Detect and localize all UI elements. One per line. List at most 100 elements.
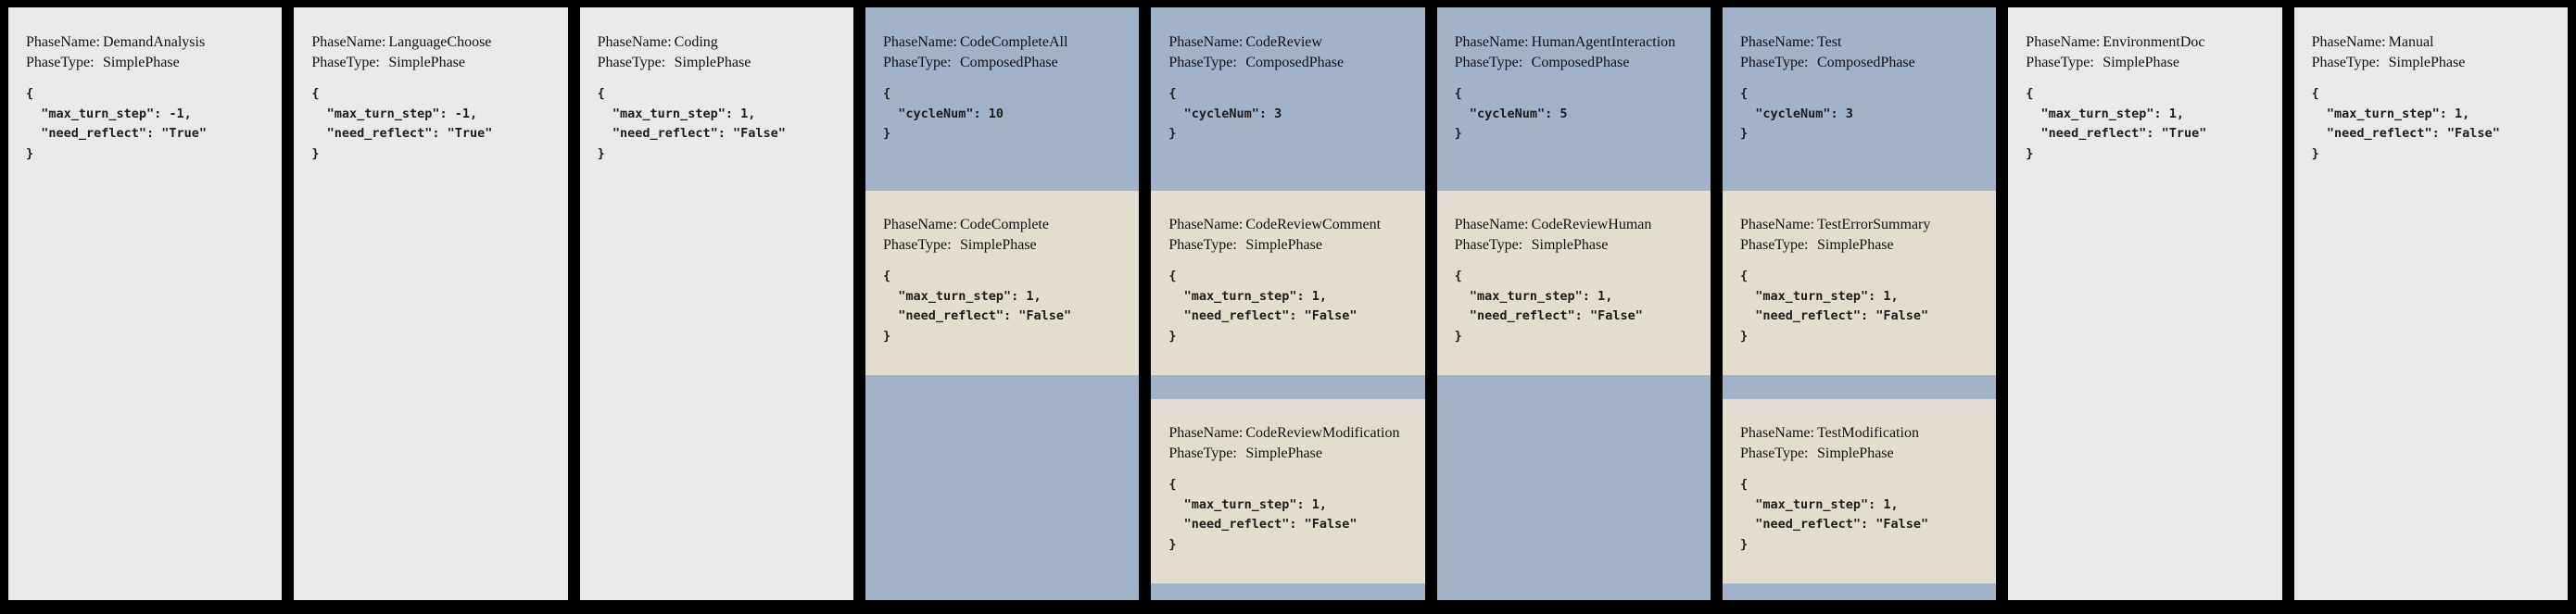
phase-name-value: DemandAnalysis: [103, 34, 206, 50]
phase-card-HumanAgentInteraction: PhaseName:HumanAgentInteraction PhaseTyp…: [1436, 7, 1711, 600]
phase-type-value: SimplePhase: [1245, 237, 1322, 253]
phase-type-label: PhaseType:: [2026, 55, 2094, 70]
phase-name-value: HumanAgentInteraction: [1531, 34, 1676, 50]
config-code-line: }: [882, 328, 891, 344]
phase-type-value: ComposedPhase: [1816, 55, 1915, 70]
phase-name-value: EnvironmentDoc: [2102, 34, 2205, 50]
phase-type-value: SimplePhase: [103, 55, 180, 70]
phase-type-line: PhaseType:SimplePhase: [26, 53, 272, 73]
phase-config-json: { "cycleNum": 5}: [1455, 84, 1701, 144]
config-code-line: "max_turn_step": 1,: [1168, 288, 1327, 304]
config-code-line: }: [1739, 328, 1749, 344]
phase-type-line: PhaseType: SimplePhase: [1168, 235, 1415, 256]
phase-type-line: PhaseType:SimplePhase: [2312, 53, 2558, 73]
phase-name-line: PhaseName:EnvironmentDoc: [2026, 32, 2272, 53]
config-code-line: }: [1739, 126, 1749, 141]
phase-card-Test: PhaseName: Test PhaseType: ComposedPhase {…: [1722, 7, 1997, 600]
config-code-line: "need_reflect": "True": [2026, 126, 2207, 141]
config-code-line: }: [26, 145, 34, 161]
config-code-line: }: [882, 126, 891, 141]
phase-name-label: PhaseName:: [2311, 34, 2386, 50]
config-code-line: "max_turn_step": -1,: [311, 106, 478, 121]
config-code-line: {: [1168, 477, 1177, 492]
phase-config-json: { "cycleNum": 3}: [1168, 84, 1415, 144]
config-code-line: {: [1739, 477, 1749, 492]
sub-phase-card-CodeReviewComment: PhaseName:CodeReviewComment PhaseType: Si…: [1151, 191, 1425, 375]
phase-type-label: PhaseType:: [597, 55, 666, 70]
config-code-line: "max_turn_step": 1,: [2026, 106, 2184, 121]
config-code-line: {: [2026, 86, 2034, 101]
phase-card-DemandAnalysis: PhaseName:DemandAnalysis PhaseType:Simpl…: [8, 7, 283, 600]
phase-type-label: PhaseType:: [1454, 55, 1523, 70]
phase-name-label: PhaseName:: [2026, 34, 2101, 50]
phase-card-LanguageChoose: PhaseName:LanguageChoose PhaseType:Simpl…: [294, 7, 568, 600]
phase-name-value: CodeReviewModification: [1245, 425, 1400, 441]
config-code-line: "need_reflect": "False": [1454, 308, 1643, 323]
config-code-line: }: [2026, 145, 2034, 161]
phase-type-value: SimplePhase: [1531, 237, 1609, 253]
config-code-line: "cycleNum": 10: [882, 106, 1004, 121]
phase-name-label: PhaseName:: [1168, 217, 1244, 232]
phase-config-json: { "max_turn_step": 1, "need_reflect": "F…: [1740, 267, 1987, 346]
config-code-line: }: [1454, 328, 1462, 344]
phase-name-line: PhaseName:TestModification: [1740, 423, 1987, 444]
phase-config-board: PhaseName:DemandAnalysis PhaseType:Simpl…: [8, 7, 2568, 600]
phase-type-label: PhaseType:: [882, 237, 952, 253]
phase-config-json: { "max_turn_step": 1, "need_reflect": "T…: [2026, 84, 2272, 164]
config-code-line: {: [1168, 86, 1177, 101]
phase-config-json: { "max_turn_step": 1, "need_reflect": "F…: [883, 267, 1130, 346]
sub-phase-card-CodeComplete: PhaseName:CodeComplete PhaseType: SimpleP…: [865, 191, 1140, 375]
phase-config-json: { "max_turn_step": -1, "need_reflect": "…: [311, 84, 558, 164]
phase-name-value: Test: [1816, 34, 1842, 50]
config-code-line: {: [1454, 269, 1462, 283]
phase-header-block: PhaseName:LanguageChoose PhaseType:Simpl…: [294, 7, 567, 191]
phase-name-label: PhaseName:: [882, 217, 957, 232]
phase-type-value: ComposedPhase: [1245, 55, 1345, 70]
config-code-line: "need_reflect": "True": [26, 126, 208, 141]
phase-type-line: PhaseType: SimplePhase: [1740, 444, 1987, 464]
phase-name-value: CodeReviewComment: [1245, 217, 1382, 232]
config-code-line: {: [311, 86, 320, 101]
phase-type-line: PhaseType:SimplePhase: [1455, 235, 1701, 256]
phase-config-json: { "max_turn_step": 1, "need_reflect": "F…: [598, 84, 844, 164]
config-code-line: }: [311, 145, 320, 161]
sub-phase-card-CodeReviewModification: PhaseName:CodeReviewModification PhaseTy…: [1151, 399, 1425, 583]
phase-name-line: PhaseName:CodeComplete: [883, 215, 1130, 235]
phase-type-line: PhaseType:ComposedPhase: [883, 53, 1130, 73]
phase-type-value: SimplePhase: [674, 55, 751, 70]
phase-config-json: { "max_turn_step": -1, "need_reflect": "…: [26, 84, 272, 164]
config-code-line: "cycleNum": 5: [1454, 106, 1568, 121]
config-code-line: }: [1168, 328, 1177, 344]
config-code-line: "need_reflect": "False": [882, 308, 1072, 323]
phase-type-label: PhaseType:: [1739, 445, 1809, 461]
config-code-line: "max_turn_step": 1,: [1454, 288, 1613, 304]
config-code-line: {: [1739, 86, 1749, 101]
phase-name-label: PhaseName:: [26, 34, 100, 50]
config-code-line: "need_reflect": "False": [2311, 126, 2500, 141]
phase-type-label: PhaseType:: [1168, 237, 1237, 253]
phase-type-value: ComposedPhase: [959, 55, 1058, 70]
phase-name-label: PhaseName:: [597, 34, 672, 50]
phase-type-line: PhaseType: ComposedPhase: [1455, 53, 1701, 73]
phase-type-value: SimplePhase: [1816, 445, 1894, 461]
config-code-line: "need_reflect": "False": [1168, 517, 1357, 532]
phase-type-line: PhaseType:SimplePhase: [1168, 444, 1415, 464]
phase-name-label: PhaseName:: [1739, 425, 1814, 441]
phase-type-value: ComposedPhase: [1531, 55, 1630, 70]
phase-card-CodeCompleteAll: PhaseName:CodeCompleteAll PhaseType:Comp…: [865, 7, 1140, 600]
phase-header-block: PhaseName:CodeCompleteAll PhaseType:Comp…: [865, 7, 1139, 191]
config-code-line: }: [1739, 536, 1749, 552]
config-code-line: "cycleNum": 3: [1739, 106, 1853, 121]
phase-name-value: CodeReview: [1245, 34, 1322, 50]
config-code-line: "cycleNum": 3: [1168, 106, 1282, 121]
phase-type-label: PhaseType:: [1739, 237, 1809, 253]
config-code-line: "need_reflect": "False": [597, 126, 786, 141]
phase-config-json: { "max_turn_step": 1, "need_reflect": "F…: [2312, 84, 2558, 164]
phase-name-label: PhaseName:: [311, 34, 386, 50]
phase-config-json: { "max_turn_step": 1, "need_reflect": "F…: [1455, 267, 1701, 346]
phase-type-value: SimplePhase: [959, 237, 1037, 253]
phase-config-json: { "max_turn_step": 1, "need_reflect": "F…: [1168, 267, 1415, 346]
phase-type-label: PhaseType:: [1739, 55, 1809, 70]
phase-name-line: PhaseName:CodeCompleteAll: [883, 32, 1130, 53]
config-code-line: {: [597, 86, 605, 101]
